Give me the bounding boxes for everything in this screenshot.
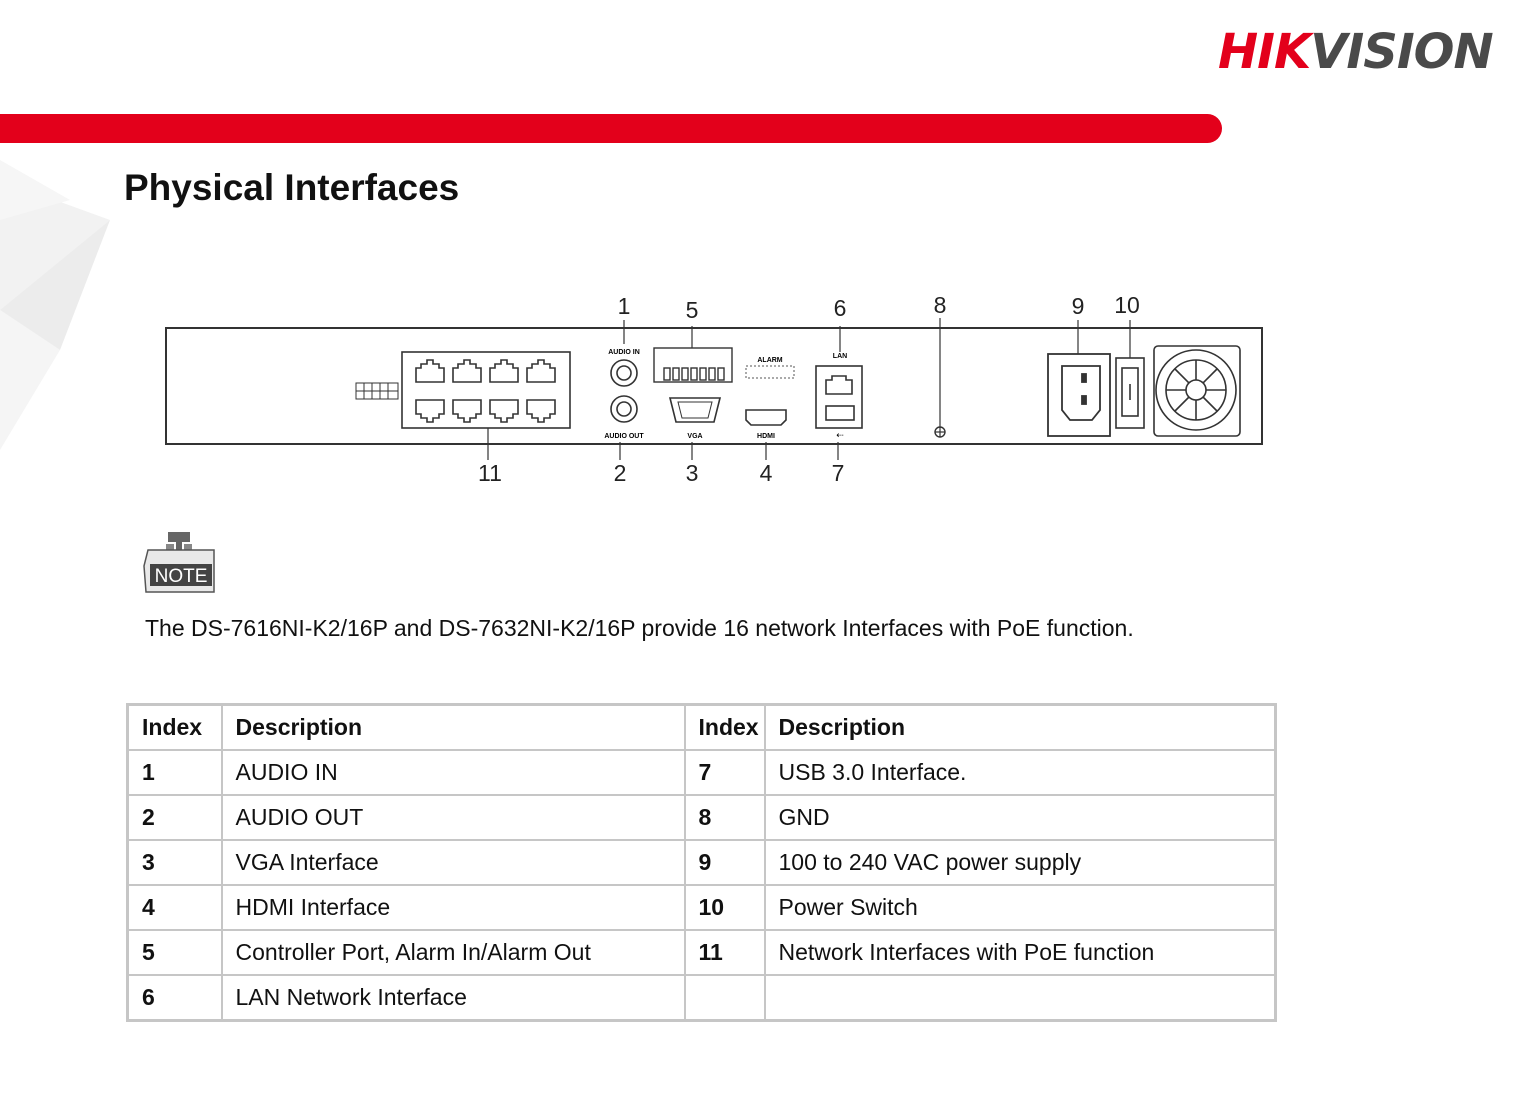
poe-network-ports: [401, 351, 571, 429]
hdmi-label: HDMI: [757, 433, 775, 440]
table-row: 4 HDMI Interface 10 Power Switch: [126, 884, 1277, 931]
callout-5: 5: [686, 297, 699, 323]
note-text: The DS-7616NI-K2/16P and DS-7632NI-K2/16…: [145, 615, 1134, 641]
header-description-1: Description: [220, 703, 686, 751]
audio-out-jack: AUDIO OUT: [604, 395, 644, 440]
index-cell: 6: [126, 974, 223, 1022]
power-switch: [1115, 357, 1145, 429]
callout-leaders: [487, 320, 1131, 460]
description-cell: GND: [763, 794, 1277, 841]
audio-in-label: AUDIO IN: [608, 349, 640, 356]
description-cell: 100 to 240 VAC power supply: [763, 839, 1277, 886]
callout-11: 11: [478, 460, 502, 486]
note-icon-label: NOTE: [155, 566, 208, 587]
description-cell: AUDIO OUT: [220, 794, 686, 841]
description-cell: USB 3.0 Interface.: [763, 749, 1277, 796]
lan-usb-block: [815, 365, 863, 429]
description-cell: LAN Network Interface: [220, 974, 686, 1022]
index-cell: 1: [126, 749, 223, 796]
callout-4: 4: [760, 460, 773, 486]
callout-6: 6: [834, 295, 847, 321]
watermark-graphic: [0, 160, 110, 450]
description-cell: HDMI Interface: [220, 884, 686, 931]
vga-port: VGA: [668, 397, 722, 440]
callout-10: 10: [1114, 292, 1140, 318]
table-row: 3 VGA Interface 9 100 to 240 VAC power s…: [126, 839, 1277, 886]
index-cell: [683, 974, 766, 1022]
lan-label: LAN: [833, 353, 847, 360]
index-cell: 5: [126, 929, 223, 976]
header-index-2: Index: [683, 703, 766, 751]
index-cell: 11: [683, 929, 766, 976]
callout-1: 1: [618, 293, 631, 319]
rear-panel-diagram: AUDIO IN AUDIO OUT ALARM VGA HDMI LAN ⇠: [165, 292, 1263, 486]
fan-grille: [1153, 345, 1241, 437]
index-cell: 2: [126, 794, 223, 841]
label-block: [355, 382, 399, 400]
table-row: 6 LAN Network Interface: [126, 974, 1277, 1022]
note-icon: NOTE: [143, 532, 215, 593]
audio-out-label: AUDIO OUT: [604, 433, 644, 440]
index-cell: 4: [126, 884, 223, 931]
usb-icon: ⇠: [836, 430, 844, 440]
header-index-1: Index: [126, 703, 223, 751]
callout-2: 2: [614, 460, 627, 486]
index-cell: 7: [683, 749, 766, 796]
audio-in-jack: AUDIO IN: [608, 349, 640, 387]
vga-label: VGA: [687, 433, 702, 440]
index-cell: 3: [126, 839, 223, 886]
description-cell: Power Switch: [763, 884, 1277, 931]
index-cell: 9: [683, 839, 766, 886]
controller-terminal: [653, 347, 733, 383]
callout-9: 9: [1072, 293, 1085, 319]
table-row: 5 Controller Port, Alarm In/Alarm Out 11…: [126, 929, 1277, 976]
callout-8: 8: [934, 292, 947, 318]
alarm-terminal: ALARM: [745, 357, 795, 379]
index-cell: 8: [683, 794, 766, 841]
table-row: 2 AUDIO OUT 8 GND: [126, 794, 1277, 841]
description-cell: AUDIO IN: [220, 749, 686, 796]
description-cell: Network Interfaces with PoE function: [763, 929, 1277, 976]
table-header-row: Index Description Index Description: [126, 703, 1277, 751]
hdmi-port: HDMI: [745, 409, 787, 440]
index-cell: 10: [683, 884, 766, 931]
interface-table: Index Description Index Description 1 AU…: [126, 703, 1277, 1022]
header-red-bar: [0, 114, 1222, 143]
callout-3: 3: [686, 460, 699, 486]
description-cell: [763, 974, 1277, 1022]
hikvision-logo: HIKVISION: [1218, 24, 1494, 80]
page-title: Physical Interfaces: [124, 167, 460, 208]
description-cell: Controller Port, Alarm In/Alarm Out: [220, 929, 686, 976]
alarm-label: ALARM: [757, 357, 782, 364]
power-socket: [1047, 353, 1111, 437]
header-description-2: Description: [763, 703, 1277, 751]
callout-7: 7: [832, 460, 845, 486]
description-cell: VGA Interface: [220, 839, 686, 886]
table-row: 1 AUDIO IN 7 USB 3.0 Interface.: [126, 749, 1277, 796]
gnd-terminal: [934, 318, 946, 438]
